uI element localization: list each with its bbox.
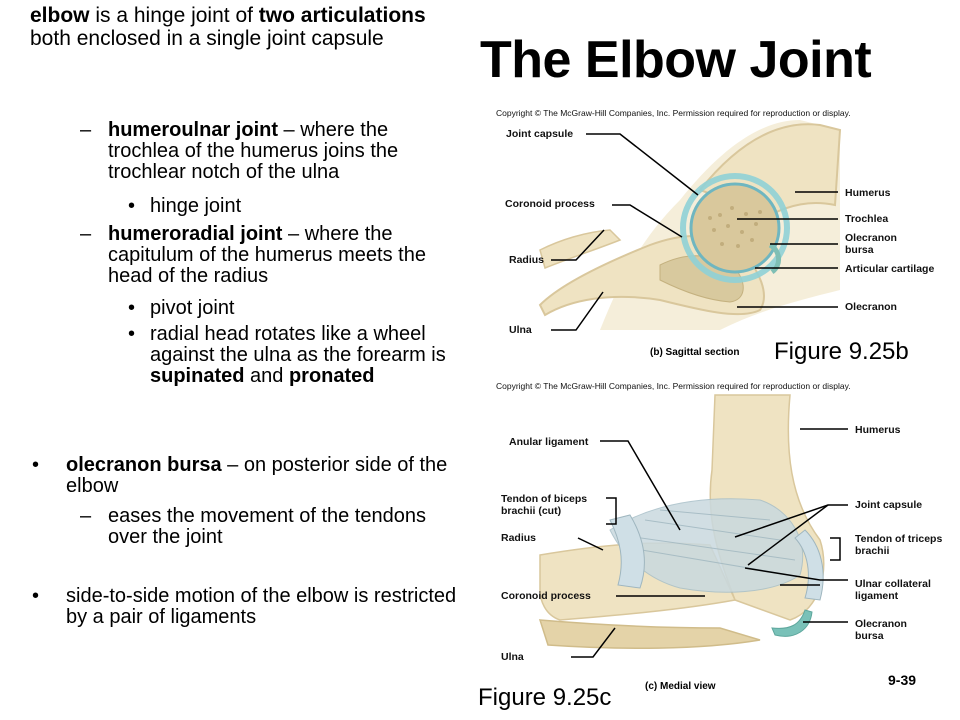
page-number: 9-39 [888, 672, 917, 688]
bursa-sub-text: eases the movement of the tendons over t… [108, 505, 426, 548]
label-olecranon-bursa: Olecranon bursa [845, 232, 897, 256]
bullet-marker: • [128, 195, 136, 217]
pronated-bold: pronated [288, 365, 375, 387]
humeroulnar-desc: – where the trochlea of the humerus join… [108, 119, 399, 183]
figure-b-label: Figure 9.25b [774, 338, 909, 365]
label-joint-capsule: Joint capsule [506, 128, 574, 140]
label-joint-capsule-medial: Joint capsule [855, 499, 923, 511]
medial-view-illustration [538, 394, 825, 650]
ligaments-item: • side-to-side motion of the elbow is re… [32, 585, 461, 628]
figure-c-copyright: Copyright © The McGraw-Hill Companies, I… [496, 381, 851, 391]
label-tendon-triceps: Tendon of triceps brachii [855, 533, 943, 557]
humeroradial-term: humeroradial joint [108, 223, 283, 245]
intro-text-1: is a hinge joint of [89, 4, 259, 27]
label-coronoid-process: Coronoid process [505, 198, 595, 210]
label-radius: Radius [509, 254, 545, 266]
label-humerus-medial: Humerus [855, 424, 901, 436]
label-ulnar-collateral-ligament: Ulnar collateral ligament [855, 578, 931, 602]
label-ulna: Ulna [509, 324, 532, 336]
radial-head-and: and [244, 365, 289, 387]
intro-text-2: both enclosed in a single joint capsule [30, 27, 384, 50]
bullet-marker: • [128, 297, 136, 319]
page-title: The Elbow Joint [480, 31, 872, 89]
label-olecranon-bursa-medial: Olecranon bursa [855, 618, 907, 642]
humeroulnar-item: – humeroulnar joint – where the trochlea… [80, 119, 463, 183]
label-ulna-medial: Ulna [501, 651, 524, 663]
radial-head-text: radial head rotates like a wheel against… [150, 323, 446, 366]
bursa-item: • olecranon bursa – on posterior side of… [32, 454, 461, 497]
dash-marker: – [80, 223, 92, 245]
supinated-bold: supinated [150, 365, 245, 387]
humeroradial-desc: – where the capitulum of the humerus mee… [108, 223, 426, 287]
bursa-desc: – on posterior side of the elbow [66, 454, 448, 497]
figure-b-leader-lines [551, 133, 838, 331]
figure-b-caption: (b) Sagittal section [650, 347, 740, 358]
figure-c-label: Figure 9.25c [478, 684, 612, 711]
pivot-joint-item: • pivot joint [128, 297, 450, 319]
label-olecranon: Olecranon [845, 301, 897, 313]
intro-bold-elbow: elbow [30, 4, 90, 27]
label-tendon-biceps: Tendon of biceps brachii (cut) [501, 493, 588, 517]
figure-c-caption: (c) Medial view [645, 681, 716, 692]
humeroulnar-term: humeroulnar joint [108, 119, 278, 141]
bursa-term: olecranon bursa [66, 454, 222, 476]
bursa-sub-item: – eases the movement of the tendons over… [80, 505, 448, 548]
label-articular-cartilage: Articular cartilage [845, 263, 935, 275]
radial-head-item: • radial head rotates like a wheel again… [128, 323, 465, 387]
intro-paragraph: elbow is a hinge joint of two articulati… [30, 4, 460, 50]
bullet-marker: • [128, 323, 136, 345]
label-humerus: Humerus [845, 187, 891, 199]
ligaments-text: side-to-side motion of the elbow is rest… [66, 585, 457, 628]
intro-bold-articulations: two articulations [258, 4, 426, 27]
figure-b-copyright: Copyright © The McGraw-Hill Companies, I… [496, 108, 851, 118]
hinge-joint-item: • hinge joint [128, 195, 450, 217]
sagittal-section-illustration [538, 120, 842, 330]
hinge-joint-text: hinge joint [150, 195, 242, 217]
label-coronoid-process-medial: Coronoid process [501, 590, 591, 602]
figure-c-leader-lines [571, 428, 848, 658]
label-radius-medial: Radius [501, 532, 537, 544]
bullet-marker: • [32, 585, 40, 607]
dash-marker: – [80, 119, 92, 141]
dash-marker: – [80, 505, 92, 527]
label-anular-ligament: Anular ligament [509, 436, 589, 448]
bullet-marker: • [32, 454, 40, 476]
humeroradial-item: – humeroradial joint – where the capitul… [80, 223, 463, 287]
label-trochlea: Trochlea [845, 213, 889, 225]
pivot-joint-text: pivot joint [150, 297, 235, 319]
